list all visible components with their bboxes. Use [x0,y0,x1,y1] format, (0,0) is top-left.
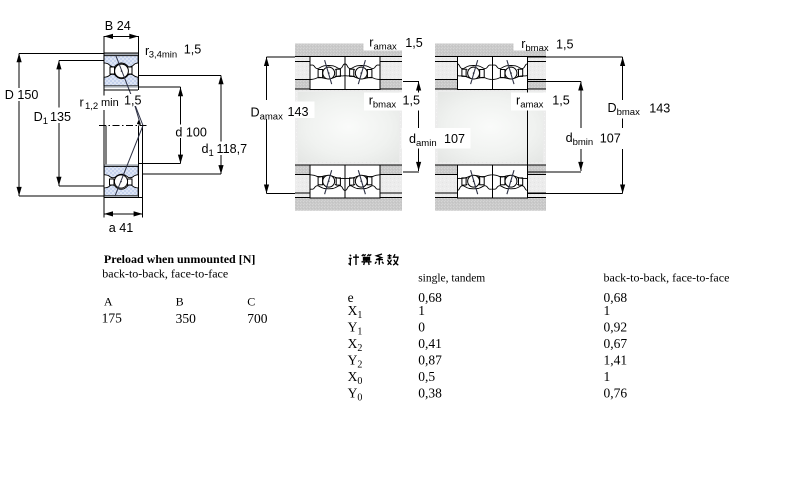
svg-text:0,92: 0,92 [604,319,628,334]
svg-text:107: 107 [444,132,465,146]
svg-text:single, tandem: single, tandem [418,273,485,285]
svg-text:min: min [101,97,119,109]
svg-text:Y2: Y2 [348,352,363,370]
svg-text:143: 143 [649,102,670,116]
svg-text:1: 1 [604,303,611,318]
svg-text:700: 700 [247,311,268,326]
svg-text:143: 143 [288,105,309,119]
svg-text:1,5: 1,5 [403,94,421,108]
svg-text:a 41: a 41 [109,221,134,235]
svg-text:back-to-back, face-to-face: back-to-back, face-to-face [102,267,228,281]
svg-text:1,41: 1,41 [604,352,628,367]
svg-text:B 24: B 24 [105,19,131,33]
svg-text:B: B [176,295,184,309]
svg-text:0,76: 0,76 [604,385,628,400]
svg-text:X1: X1 [348,303,363,321]
svg-text:118,7: 118,7 [217,142,248,156]
svg-text:X2: X2 [348,336,363,354]
svg-text:Y1: Y1 [348,319,363,337]
svg-text:0,87: 0,87 [418,352,442,367]
svg-text:e: e [348,290,354,305]
svg-text:Preload when unmounted [N]: Preload when unmounted [N] [104,252,255,266]
svg-text:0,68: 0,68 [418,290,442,305]
svg-text:back-to-back, face-to-face: back-to-back, face-to-face [604,271,730,285]
svg-text:1: 1 [418,303,425,318]
svg-text:107: 107 [600,132,621,146]
svg-text:r: r [145,44,149,58]
svg-text:d 100: d 100 [175,126,207,140]
svg-text:D 150: D 150 [5,88,39,102]
svg-text:0,41: 0,41 [418,336,442,351]
svg-text:135: 135 [50,110,71,124]
svg-text:1,5: 1,5 [552,94,570,108]
svg-text:Y0: Y0 [348,385,363,403]
svg-text:1,5: 1,5 [184,43,202,57]
svg-text:X0: X0 [348,369,363,387]
svg-text:1,2: 1,2 [85,101,98,112]
svg-text:r: r [80,96,84,110]
svg-text:A: A [104,295,113,309]
svg-text:1,5: 1,5 [405,36,423,50]
svg-text:0,67: 0,67 [604,336,628,351]
svg-text:0,68: 0,68 [604,290,628,305]
svg-text:350: 350 [176,311,197,326]
svg-text:3,4min: 3,4min [149,50,178,61]
svg-text:C: C [247,295,255,309]
svg-text:1,5: 1,5 [124,93,142,107]
svg-text:175: 175 [102,310,123,325]
svg-text:1,5: 1,5 [556,38,574,52]
svg-text:0: 0 [418,319,425,334]
svg-text:0,38: 0,38 [418,385,442,400]
svg-text:0,5: 0,5 [418,369,435,384]
svg-text:1: 1 [604,369,611,384]
